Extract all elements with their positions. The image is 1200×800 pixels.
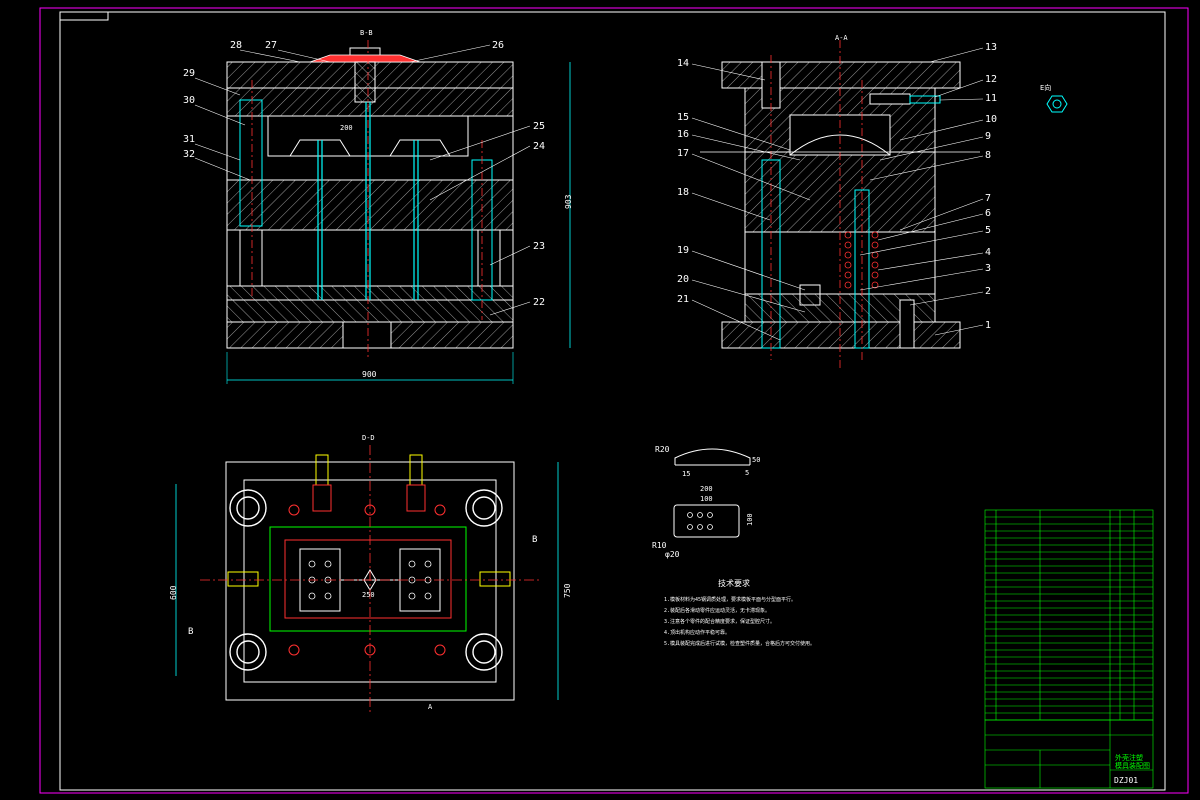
corner-box	[59, 11, 109, 21]
callout-29: 29	[183, 68, 195, 79]
part-height-dim: 50	[752, 456, 760, 464]
drawing-number: DZJ01	[1114, 776, 1138, 785]
callout-18: 18	[677, 187, 689, 198]
tech-req-title: 技术要求	[718, 578, 750, 588]
hex-nut-icon	[1046, 95, 1068, 113]
plan-inner-dim: 250	[362, 591, 375, 599]
side-view-label: A-A	[835, 34, 848, 42]
callout-4: 4	[985, 247, 991, 258]
callout-5: 5	[985, 225, 991, 236]
callout-16: 16	[677, 129, 689, 140]
inner-border	[59, 11, 1166, 791]
plan-cut-d: D-D	[362, 434, 375, 442]
callout-14: 14	[677, 58, 689, 69]
front-view: B-B 90	[183, 29, 573, 384]
front-callouts: 28 27 26 29 30 31 32 25 24 23 22	[183, 40, 545, 308]
callout-20: 20	[677, 274, 689, 285]
callout-32: 32	[183, 149, 195, 160]
part-inner-dim: 100	[700, 495, 713, 503]
side-callouts: 14 13 12 11 10 9 8 15 16 17 18 7 6 5 4 3…	[677, 42, 997, 331]
callout-2: 2	[985, 286, 991, 297]
outer-border	[39, 7, 1189, 794]
part-detail: R20 50 15 5 200 100 100 R10 φ20	[652, 445, 760, 559]
front-view-label: B-B	[360, 29, 373, 37]
tech-requirements: 技术要求 1.模板材料为45钢调质处理，要求模板平面与分型面平行。 2.装配后各…	[664, 578, 815, 647]
title-name-2: 模具装配图	[1115, 761, 1150, 770]
callout-26: 26	[492, 40, 504, 51]
callout-1: 1	[985, 320, 991, 331]
callout-17: 17	[677, 148, 689, 159]
front-height-dim: 903	[564, 194, 573, 209]
plan-cut-a-bottom: A	[428, 703, 433, 711]
side-view: A-A E向 14 13 12 11	[677, 34, 1068, 370]
callout-24: 24	[533, 141, 545, 152]
callout-7: 7	[985, 193, 991, 204]
part-width-dim: 200	[700, 485, 713, 493]
part-hole-dim: R10	[652, 541, 667, 550]
callout-15: 15	[677, 112, 689, 123]
callout-9: 9	[985, 131, 991, 142]
plan-height-dim: 600	[169, 585, 178, 600]
tech-req-line-3: 3.注意各个零件的配合精度要求，保证型腔尺寸。	[664, 618, 775, 625]
callout-30: 30	[183, 95, 195, 106]
callout-28: 28	[230, 40, 242, 51]
callout-22: 22	[533, 297, 545, 308]
plan-cut-b-right: B	[532, 535, 537, 545]
front-width-dim: 900	[362, 370, 377, 379]
tech-req-line-4: 4.顶出机构应动作平稳可靠。	[664, 629, 730, 636]
part-side-h-dim: 100	[746, 513, 754, 526]
front-gate-dim: 200	[340, 124, 353, 132]
callout-19: 19	[677, 245, 689, 256]
callout-8: 8	[985, 150, 991, 161]
callout-11: 11	[985, 93, 997, 104]
plan-cut-b-left: B	[188, 627, 193, 637]
bom-table	[984, 509, 1154, 721]
part-radius-dim: R20	[655, 445, 670, 454]
title-name-1: 外壳注塑	[1115, 753, 1143, 762]
tech-req-line-2: 2.装配后各滑动零件应运动灵活，无卡滞现象。	[664, 607, 770, 614]
part-d-dim: φ20	[665, 550, 680, 559]
part-5-dim: 5	[745, 469, 749, 477]
callout-12: 12	[985, 74, 997, 85]
callout-13: 13	[985, 42, 997, 53]
tech-req-line-1: 1.模板材料为45钢调质处理，要求模板平面与分型面平行。	[664, 596, 796, 603]
callout-21: 21	[677, 294, 689, 305]
callout-31: 31	[183, 134, 195, 145]
bolt-view-label: E向	[1040, 83, 1051, 92]
callout-25: 25	[533, 121, 545, 132]
callout-23: 23	[533, 241, 545, 252]
plan-view: D-D	[169, 434, 572, 715]
callout-6: 6	[985, 208, 991, 219]
callout-3: 3	[985, 263, 991, 274]
callout-10: 10	[985, 114, 997, 125]
part-side-dim: 15	[682, 470, 690, 478]
callout-27: 27	[265, 40, 277, 51]
plan-outer-dim: 750	[563, 583, 572, 598]
title-block	[984, 719, 1154, 789]
tech-req-line-5: 5.模具装配完成后进行试模，检查塑件质量，合格后方可交付使用。	[664, 640, 815, 647]
